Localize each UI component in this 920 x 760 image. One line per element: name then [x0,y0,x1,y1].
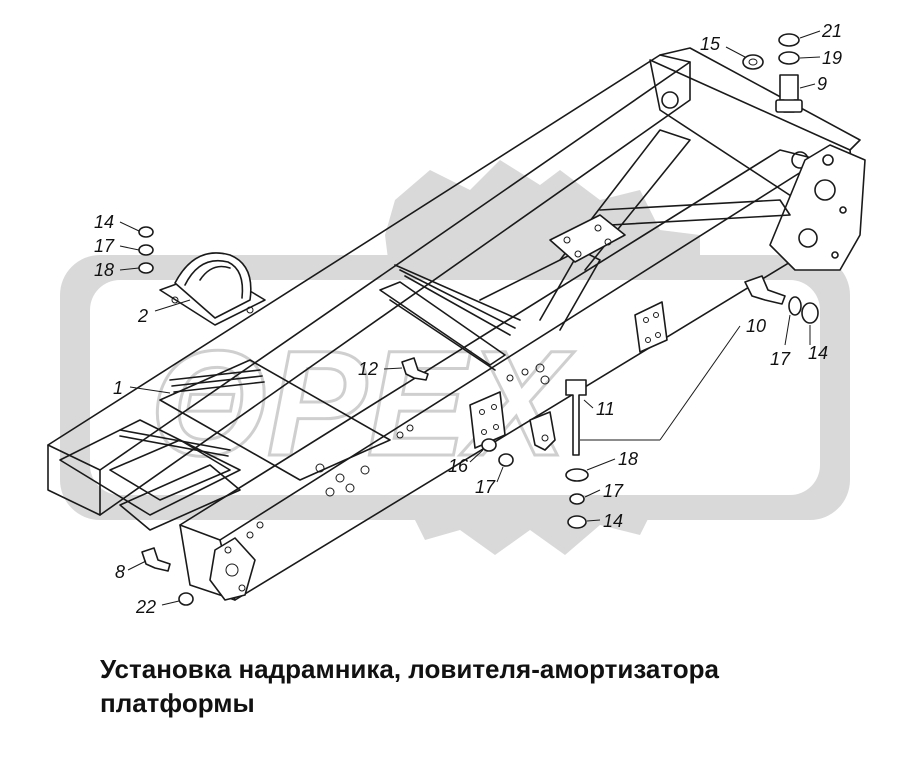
callout-18-lower: 18 [618,449,638,469]
callout-2: 2 [137,306,148,326]
callout-17-mid: 17 [475,477,496,497]
plate-bolt-4 [604,238,612,246]
bolt-10 [744,275,786,305]
callout-14-right: 14 [808,343,828,363]
callout-14-lower: 14 [603,511,623,531]
front-crossmember-top [659,47,861,151]
ribbed-areas [119,264,521,457]
nut-15 [742,54,764,70]
x-brace-1 [559,129,691,271]
bolt-12 [401,357,429,381]
subframe-assembly-drawing: ΘPEX [47,21,866,617]
callout-21: 21 [821,21,842,41]
catcher-body [174,252,252,319]
rear-bracket-plate [209,537,256,601]
watermark: ΘPEX [60,160,850,555]
rear-deck-inner [109,439,231,501]
callout-12: 12 [358,359,378,379]
callout-16: 16 [448,456,469,476]
x-brace-3 [539,249,601,331]
leader-lines [119,30,821,606]
bolt-8 [141,547,171,572]
washer-16 [481,438,497,452]
catcher-damper [159,252,266,326]
bracket-hole-4 [839,206,847,214]
callout-11: 11 [596,399,615,419]
plate-bolt-2 [594,224,602,232]
x-brace-center-plate [549,214,626,263]
bracket-hole-2 [798,228,818,248]
callout-8: 8 [115,562,125,582]
nut-22 [178,592,194,606]
nut-14-left [138,226,154,238]
bracket-hole-5 [831,251,839,259]
callout-22: 22 [135,597,156,617]
callout-14-left: 14 [94,212,114,232]
callout-17-right: 17 [770,349,791,369]
washer-17-mid [498,453,514,467]
callout-numbers: 15 21 19 9 14 17 18 2 1 12 10 17 14 11 1… [94,21,842,617]
rear-ramp [119,464,241,531]
washer-19 [778,51,800,65]
floor-panel [159,359,391,481]
caption-line-1: Установка надрамника, ловителя-амортизат… [100,654,720,684]
callout-9: 9 [817,74,827,94]
callout-15: 15 [700,34,721,54]
callout-17-lower: 17 [603,481,624,501]
rear-deck [59,419,241,516]
bracket-hole-3 [822,154,834,166]
nut-14-lower [567,515,587,529]
callout-10: 10 [746,316,766,336]
front-bracket-plate [769,144,866,271]
left-rail-side [47,444,101,516]
small-bracket [529,411,556,451]
middle-crossmember [379,281,506,366]
side-plate-right [634,301,668,353]
washer-17-lower [569,493,585,505]
fasteners [138,33,819,606]
plate-bolt-3 [574,250,582,258]
subframe [47,47,866,601]
rail-bolt-holes [246,363,550,539]
nut-14-right [801,302,819,324]
left-rail-bottom [99,61,691,516]
x-brace-2 [599,199,791,226]
bolt-11 [565,379,587,456]
washer-17-right [788,296,802,316]
callout-19: 19 [822,48,842,68]
callout-17-left: 17 [94,236,115,256]
washer-21 [778,33,800,47]
bracket-hole-1 [814,179,836,201]
middle-crossmember-rib [389,299,496,371]
crossmember-hole-left [661,91,679,109]
callout-1: 1 [113,378,123,398]
plate-bolt-1 [563,236,571,244]
catcher-arc-1 [184,260,244,299]
figure-caption: Установка надрамника, ловителя-амортизат… [100,652,880,720]
catcher-arc-2 [199,265,231,281]
washer-17-left [138,244,154,256]
caption-line-2: платформы [100,688,255,718]
washer-18-left [138,262,154,274]
washer-18-lower [565,468,589,482]
callout-18-left: 18 [94,260,114,280]
